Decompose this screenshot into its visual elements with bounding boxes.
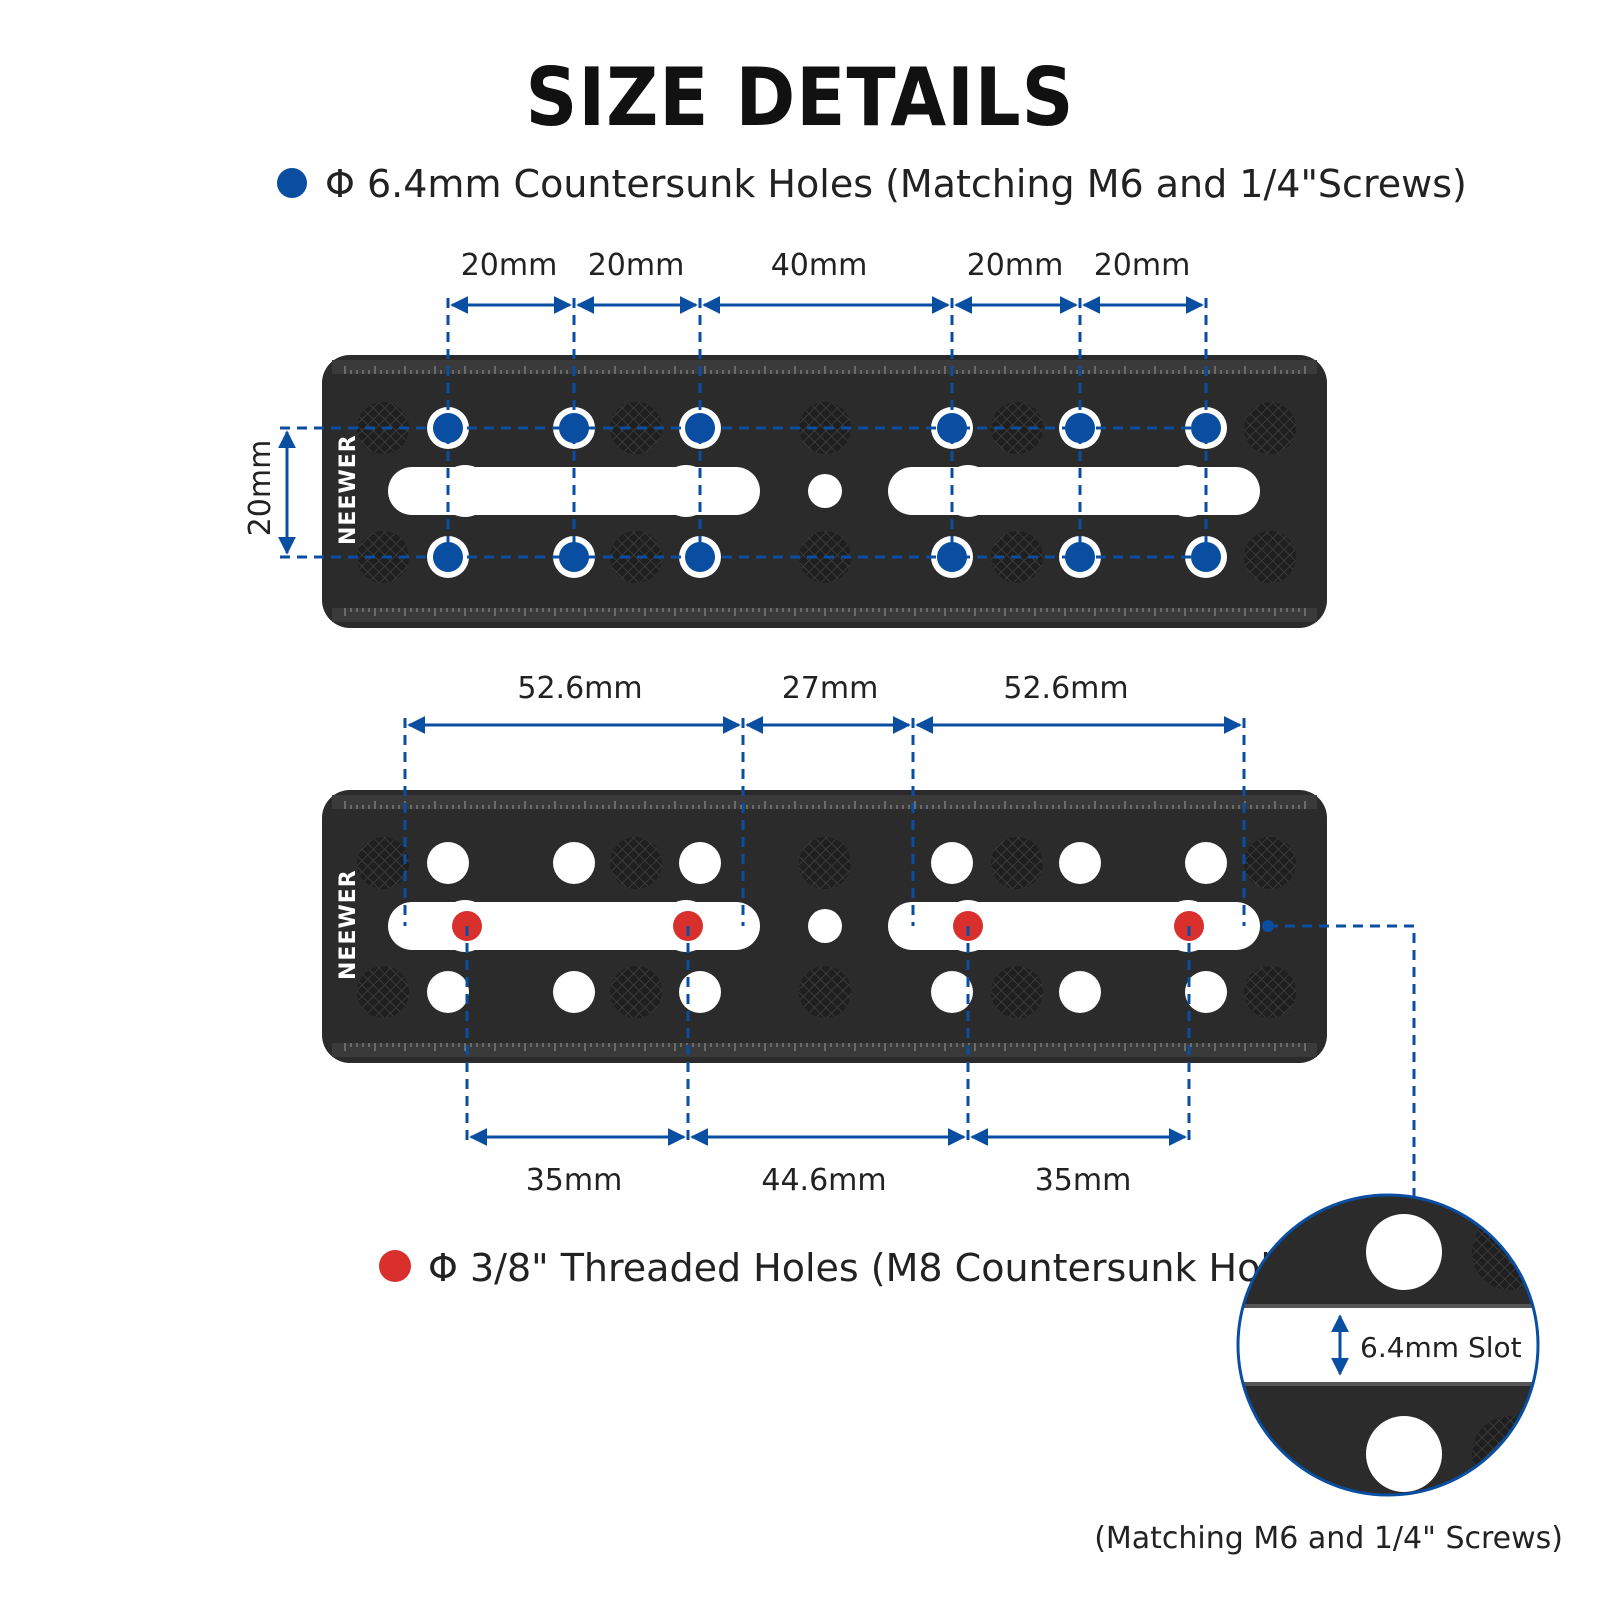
countersunk-hole [427, 971, 469, 1013]
countersunk-hole [1059, 971, 1101, 1013]
legend-threaded-text: Φ 3/8" Threaded Holes (M8 Countersunk Ho… [428, 1246, 1329, 1290]
top-plate-brand: NEEWER [336, 434, 361, 545]
legend-blue-dot-icon [277, 168, 307, 198]
top-plate-dimensions [278, 296, 1208, 559]
bottom-plate-brand: NEEWER [336, 869, 361, 980]
knurled-hole-icon [1244, 966, 1296, 1018]
bottom-top-dim-label-2: 27mm [782, 671, 879, 706]
top-plate: NEEWER [322, 355, 1327, 628]
slot-width-label: 6.4mm Slot [1360, 1331, 1522, 1364]
top-dim-label-4: 20mm [967, 248, 1064, 283]
countersunk-hole [931, 842, 973, 884]
countersunk-hole [1059, 842, 1101, 884]
countersunk-hole [553, 842, 595, 884]
bottom-top-dim-label-1: 52.6mm [517, 671, 642, 706]
top-plate-scale-bottom [344, 608, 1306, 616]
top-dim-label-3: 40mm [771, 248, 868, 283]
knurled-hole-icon [799, 837, 851, 889]
bottom-plate-dimensions [403, 716, 1246, 1146]
knurled-hole-icon [610, 531, 662, 583]
countersunk-hole [1185, 842, 1227, 884]
slot-detail-zoom: 6.4mm Slot [1236, 1193, 1540, 1497]
countersunk-hole [553, 971, 595, 1013]
top-dim-label-5: 20mm [1094, 248, 1191, 283]
countersunk-hole-marker [433, 413, 463, 443]
knurled-hole-icon [1244, 402, 1296, 454]
countersunk-hole [679, 971, 721, 1013]
bottom-plate: NEEWER [322, 790, 1327, 1063]
knurled-hole-icon [1244, 837, 1296, 889]
zoom-leader-line [1268, 924, 1416, 1222]
center-hole [808, 474, 842, 508]
countersunk-hole [1185, 971, 1227, 1013]
side-dim-label: 20mm [243, 440, 278, 537]
bottom-dim-label-3: 35mm [1035, 1163, 1132, 1198]
knurled-hole-icon [357, 837, 409, 889]
top-dim-label-1: 20mm [461, 248, 558, 283]
top-dim-label-2: 20mm [588, 248, 685, 283]
knurled-hole-icon [799, 966, 851, 1018]
legend-red-dot-icon [379, 1250, 411, 1282]
countersunk-hole [427, 842, 469, 884]
countersunk-hole [931, 971, 973, 1013]
countersunk-hole [679, 842, 721, 884]
bottom-dim-label-2: 44.6mm [761, 1163, 886, 1198]
countersunk-hole-marker [685, 413, 715, 443]
knurled-hole-icon [610, 837, 662, 889]
knurled-hole-icon [357, 966, 409, 1018]
knurled-hole-icon [1244, 531, 1296, 583]
knurled-hole-icon [610, 402, 662, 454]
knurled-hole-icon [991, 837, 1043, 889]
legend-countersunk-text: Φ 6.4mm Countersunk Holes (Matching M6 a… [325, 162, 1467, 206]
knurled-hole-icon [610, 966, 662, 1018]
detail-caption: (Matching M6 and 1/4" Screws) [1094, 1521, 1563, 1556]
page-title: SIZE DETAILS [526, 51, 1075, 144]
bottom-top-dim-label-3: 52.6mm [1003, 671, 1128, 706]
bottom-dim-label-1: 35mm [526, 1163, 623, 1198]
knurled-hole-icon [991, 966, 1043, 1018]
